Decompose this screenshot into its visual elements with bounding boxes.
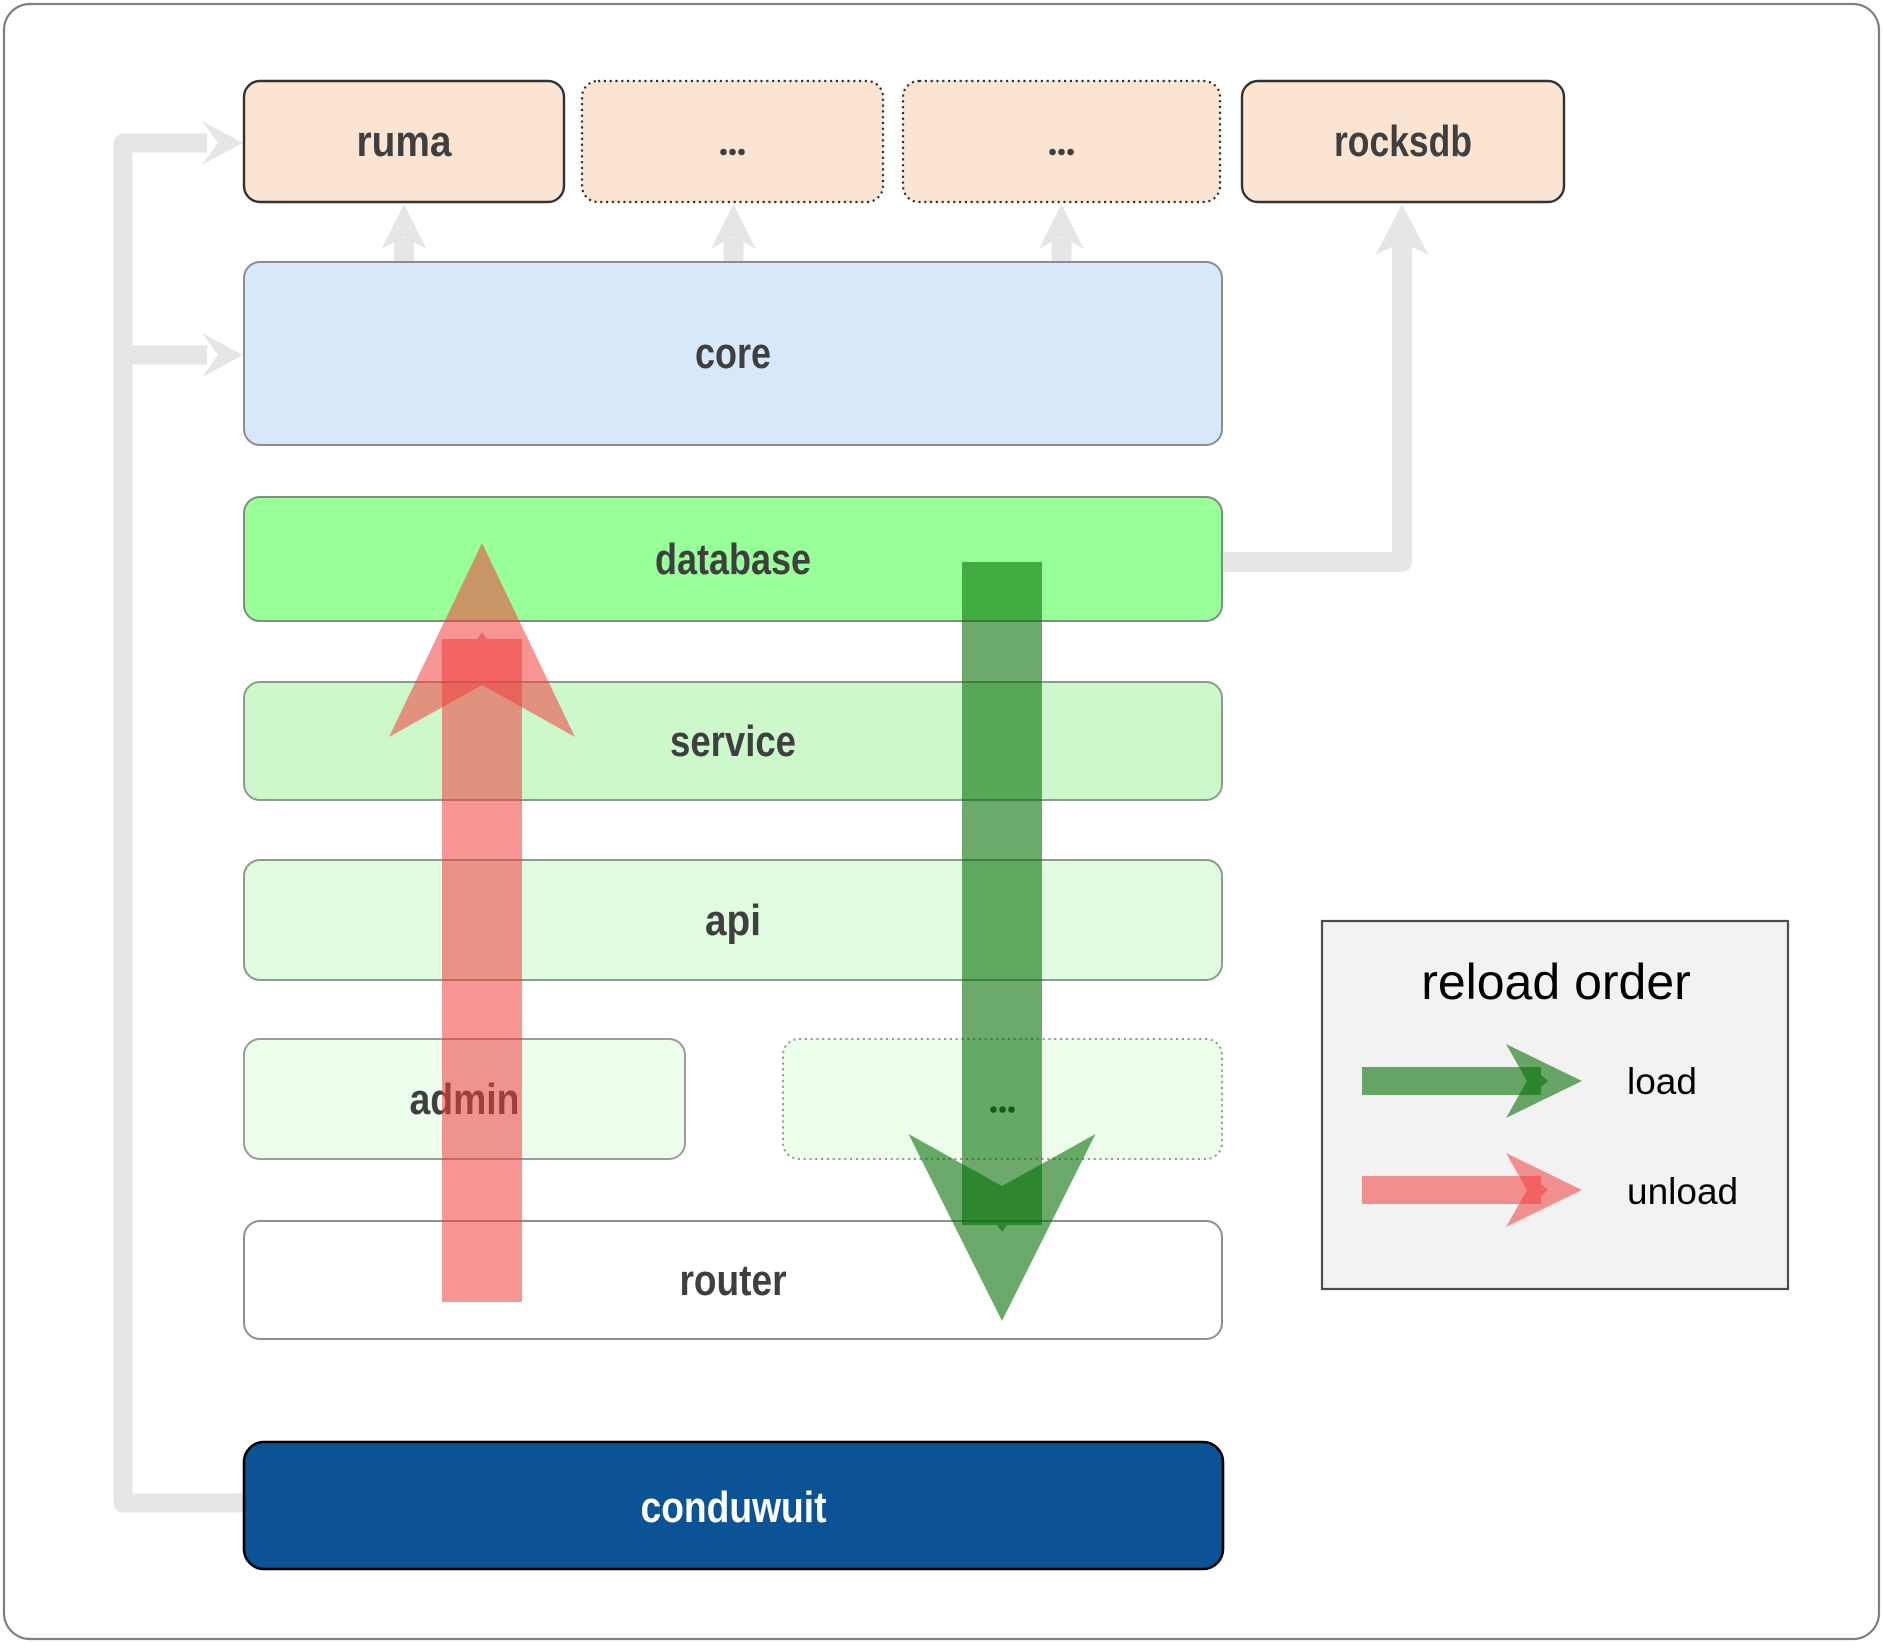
- svg-text:ruma: ruma: [357, 117, 452, 166]
- svg-text:reload order: reload order: [1421, 954, 1691, 1010]
- svg-text:load: load: [1627, 1061, 1697, 1102]
- svg-text:core: core: [695, 329, 771, 378]
- svg-text:database: database: [655, 535, 811, 584]
- svg-text:service: service: [670, 717, 796, 766]
- svg-text:rocksdb: rocksdb: [1334, 117, 1472, 166]
- svg-text:api: api: [705, 896, 761, 945]
- svg-text:unload: unload: [1627, 1171, 1738, 1212]
- svg-text:router: router: [680, 1256, 787, 1305]
- svg-text:conduwuit: conduwuit: [641, 1483, 827, 1532]
